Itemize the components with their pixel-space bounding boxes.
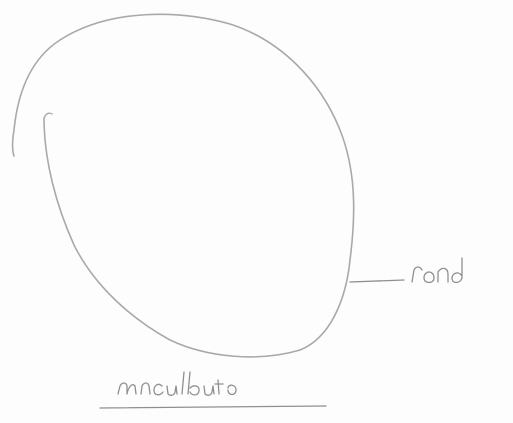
label-rond-handwriting [412,258,462,283]
caption-handwriting [118,372,236,395]
label-pointer-line [350,280,404,282]
outline-hook [44,113,52,118]
caption-underline [100,406,326,408]
culbuto-outline [13,14,354,357]
